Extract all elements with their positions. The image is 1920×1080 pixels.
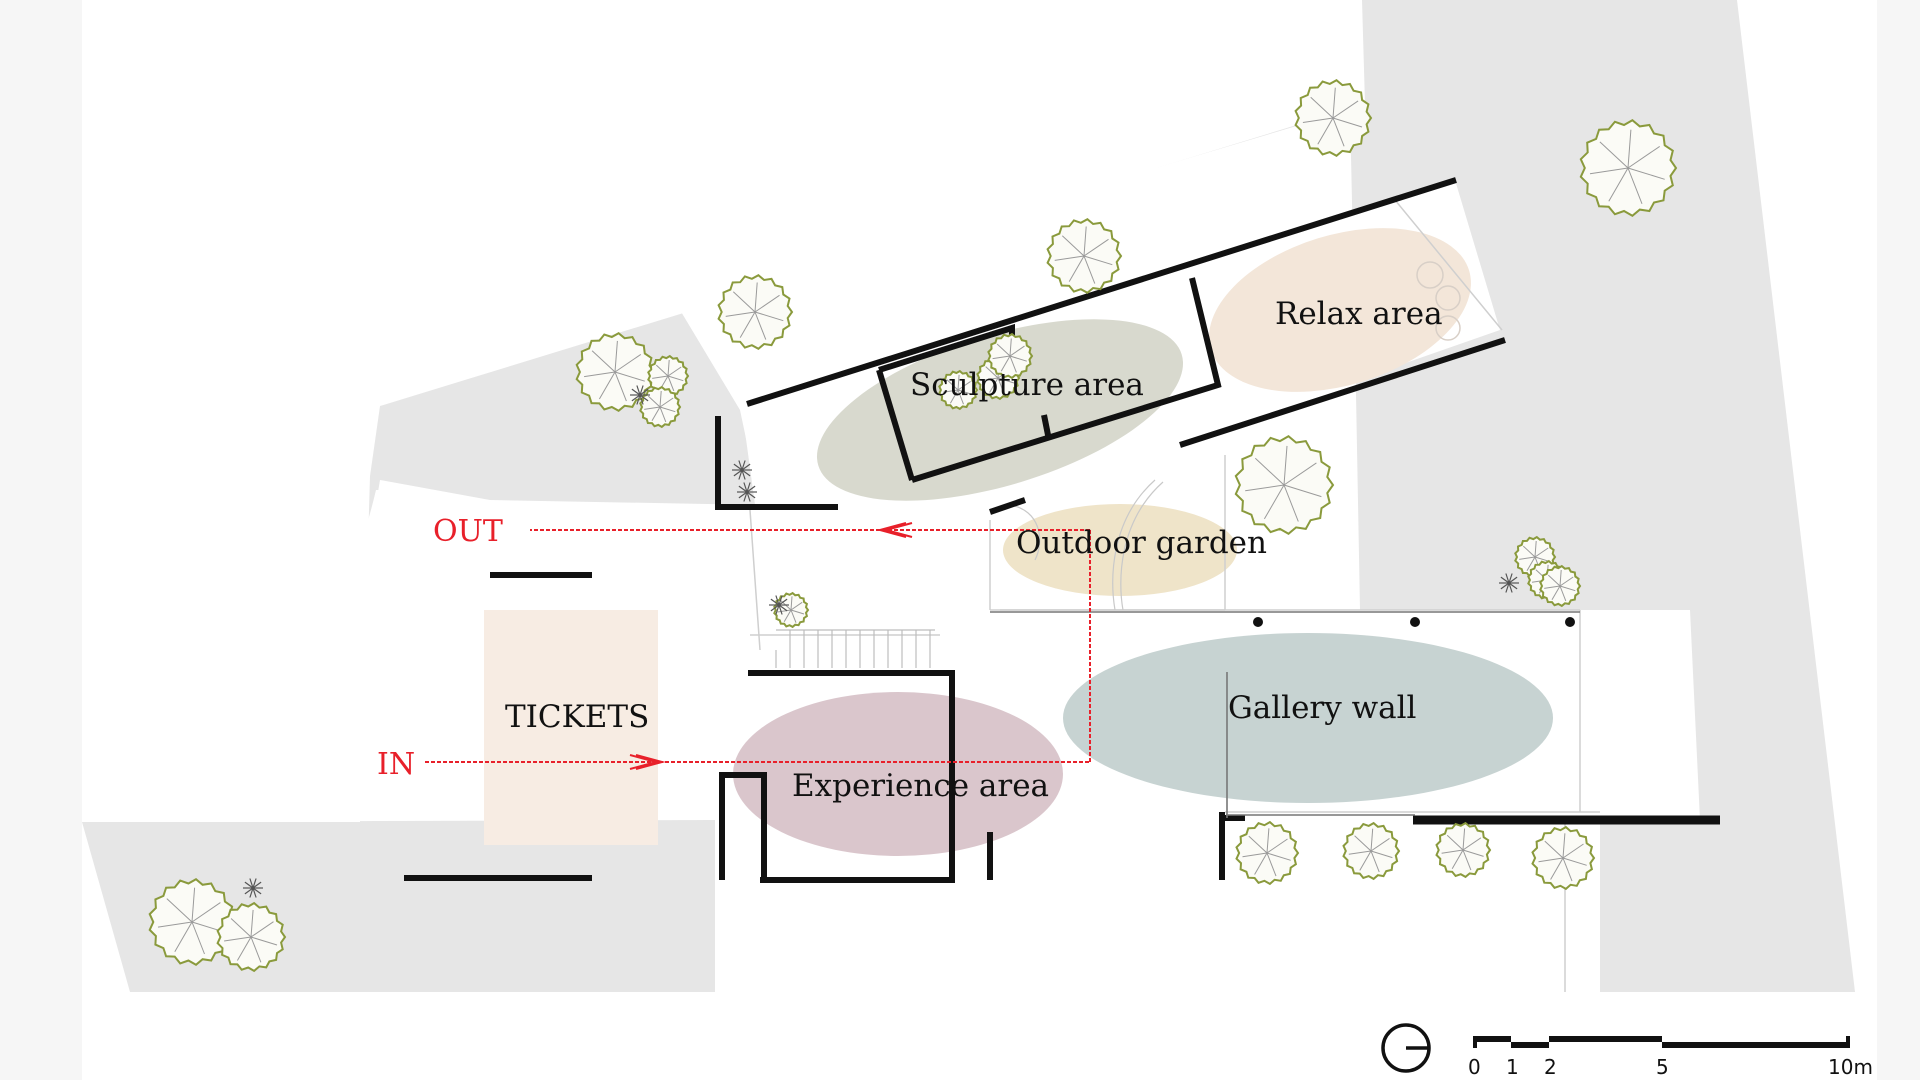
relax-area-label: Relax area (1275, 296, 1443, 332)
stool (1435, 285, 1461, 311)
experience-zone (733, 692, 1063, 856)
shrub-symbol (737, 482, 757, 502)
in-arrow-head (629, 754, 660, 770)
tree-symbol (647, 354, 690, 398)
out-arrow-head (876, 522, 907, 538)
tree-symbol (1579, 118, 1678, 218)
visitor-flow (425, 529, 1091, 763)
experience-area-label: Experience area (792, 768, 1049, 804)
tree-symbol (1234, 434, 1335, 536)
tree-symbol (987, 332, 1034, 380)
garden-arcs (1009, 479, 1164, 611)
in-arrow-head (635, 754, 666, 770)
tree-symbol (1342, 821, 1401, 881)
stairs (775, 629, 935, 668)
scale-bar (1473, 1036, 1850, 1048)
scale-tick-1: 1 (1506, 1055, 1519, 1079)
out-label: OUT (433, 514, 503, 549)
trees (148, 78, 1678, 973)
scale-segment (1511, 1042, 1549, 1048)
outdoor-garden-label: Outdoor garden (1016, 525, 1267, 561)
column (1410, 617, 1420, 627)
scale-tick-2: 2 (1544, 1055, 1557, 1079)
thin-outlines (749, 199, 1600, 992)
tree-symbol (148, 877, 237, 967)
sculpture-area-label: Sculpture area (910, 367, 1144, 403)
columns (1253, 617, 1575, 627)
walls (404, 177, 1720, 883)
scale-segment (1549, 1036, 1662, 1042)
stool (1416, 261, 1444, 289)
tree-symbol (639, 385, 682, 429)
tree-symbol (773, 591, 810, 629)
column (1565, 617, 1575, 627)
tree-symbol (1294, 78, 1373, 158)
scale-tick-10m: 10m (1828, 1055, 1873, 1079)
tree-symbol (1539, 564, 1582, 608)
stool (1435, 315, 1461, 341)
tree-symbol (1435, 821, 1492, 879)
gallery-wall-zone (1063, 633, 1553, 803)
shrub-symbol (732, 460, 752, 480)
gallery-wall-label: Gallery wall (1228, 690, 1416, 726)
glazing (990, 611, 1580, 818)
tickets-label: TICKETS (505, 699, 649, 735)
shrub-symbol (769, 595, 789, 615)
shrub-symbol (1499, 573, 1519, 593)
tree-symbol (216, 901, 287, 973)
scale-tick-0: 0 (1468, 1055, 1481, 1079)
shrub-symbol (243, 878, 263, 898)
tree-symbol (717, 273, 794, 351)
tree-symbol (1531, 825, 1596, 891)
tree-symbol (938, 369, 979, 411)
scale-cap (1473, 1036, 1477, 1048)
north-arrow (1381, 1023, 1431, 1073)
outdoor-garden-zone (1003, 504, 1237, 596)
sculpture-zone (816, 319, 1184, 501)
scale-segment (1662, 1042, 1850, 1048)
tickets-zone (484, 610, 658, 845)
scale-tick-5: 5 (1656, 1055, 1669, 1079)
scale-cap (1846, 1036, 1850, 1048)
scale-ticks: 0 1 2 5 10m (1468, 1055, 1873, 1079)
column (1253, 617, 1263, 627)
relax-stools (1416, 261, 1461, 341)
shrub-symbol (630, 385, 650, 405)
out-arrow-head (882, 522, 913, 538)
scale-segment (1473, 1036, 1511, 1042)
tree-symbol (1235, 820, 1300, 886)
in-label: IN (377, 747, 415, 782)
relax-zone (1209, 228, 1471, 392)
zones (484, 228, 1553, 856)
flow-arrows (629, 522, 913, 770)
tree-symbol (1046, 217, 1123, 295)
